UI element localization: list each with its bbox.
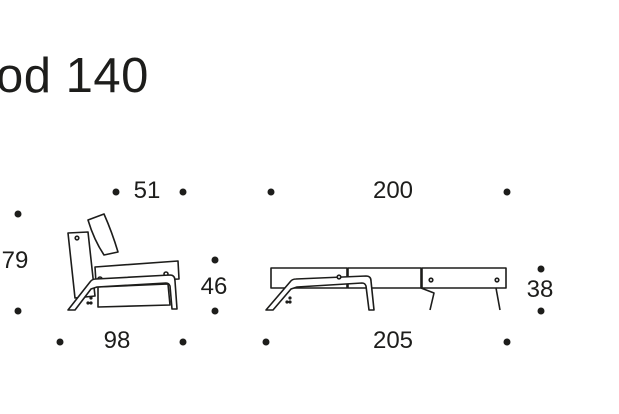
dimension-marker bbox=[211, 256, 219, 264]
height-label: 79 bbox=[1, 247, 29, 274]
dimension-marker bbox=[503, 338, 511, 346]
dimension-marker bbox=[112, 188, 120, 196]
bed-flat-view-icon bbox=[265, 267, 507, 311]
dimension-marker bbox=[179, 338, 187, 346]
seat-height-label: 46 bbox=[200, 273, 228, 300]
dimension-marker bbox=[267, 188, 275, 196]
dimension-marker bbox=[537, 265, 545, 273]
sofa-side-view-icon bbox=[67, 213, 180, 311]
dimension-marker bbox=[14, 307, 22, 315]
dimension-marker bbox=[211, 307, 219, 315]
seat-depth-label: 51 bbox=[133, 177, 161, 204]
total-length-label: 205 bbox=[372, 327, 414, 354]
product-title: od 140 bbox=[0, 49, 149, 103]
dimension-marker bbox=[537, 307, 545, 315]
dimension-marker bbox=[503, 188, 511, 196]
bed-length-label: 200 bbox=[372, 177, 414, 204]
dimension-marker bbox=[179, 188, 187, 196]
dimension-marker bbox=[56, 338, 64, 346]
depth-label: 98 bbox=[103, 327, 131, 354]
dimension-marker bbox=[14, 210, 22, 218]
dimension-marker bbox=[262, 338, 270, 346]
bed-height-label: 38 bbox=[526, 276, 554, 303]
